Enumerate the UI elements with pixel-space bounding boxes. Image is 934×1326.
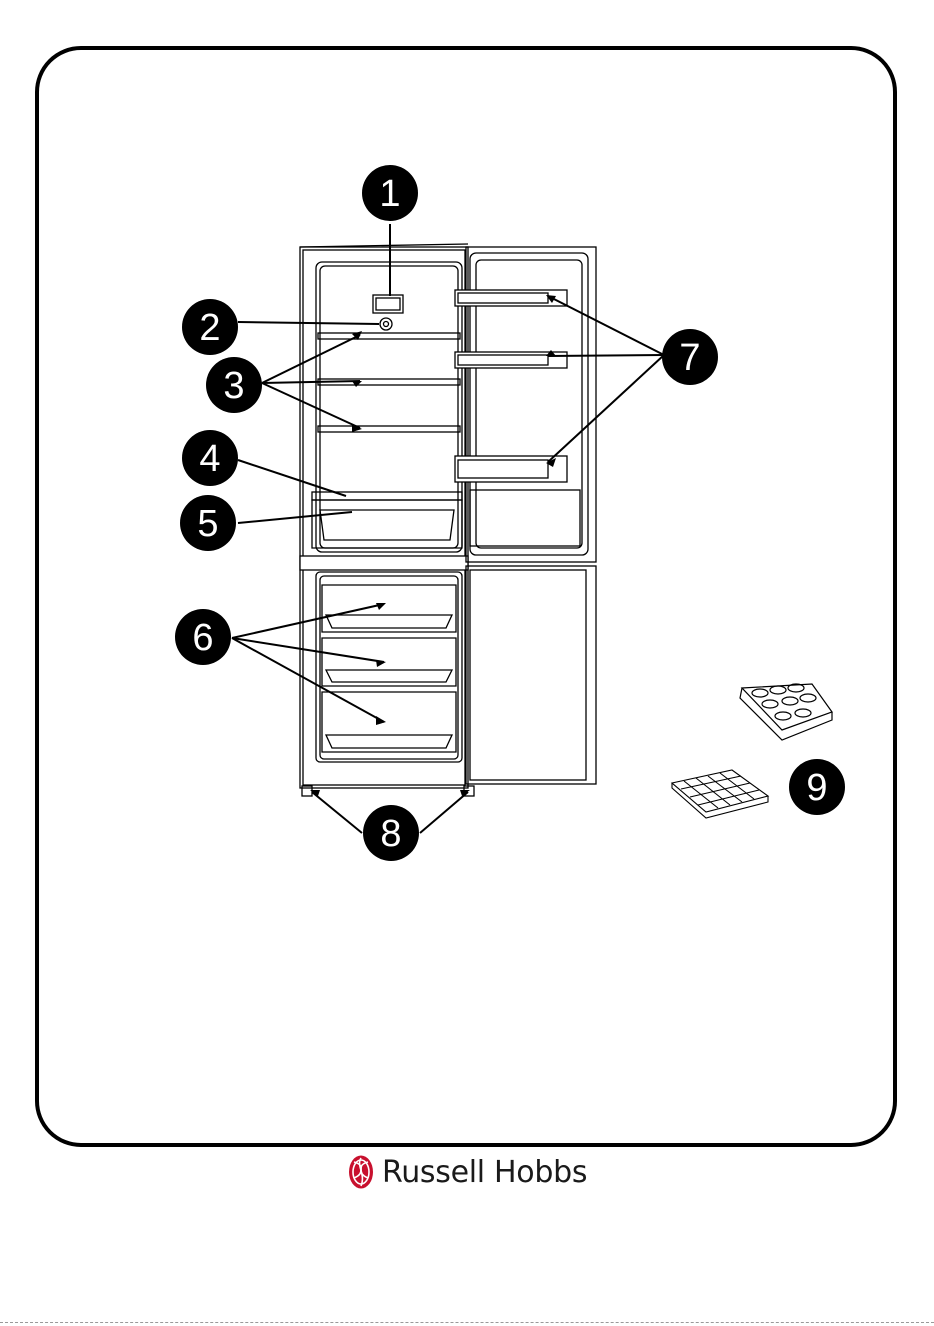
fridge-freezer-drawing	[300, 244, 596, 796]
callout-number: 2	[199, 307, 220, 349]
callout-number: 5	[197, 503, 218, 545]
callout-number: 8	[380, 813, 401, 855]
leader-lines	[232, 224, 664, 833]
callout-number: 6	[192, 617, 213, 659]
callout-7: 7	[662, 329, 718, 385]
callout-number: 4	[199, 438, 220, 480]
callout-1: 1	[362, 165, 418, 221]
ice-cube-tray-drawing	[672, 770, 768, 818]
callout-3: 3	[206, 357, 262, 413]
callout-5: 5	[180, 495, 236, 551]
knot-emblem-icon	[348, 1154, 374, 1190]
callout-2: 2	[182, 299, 238, 355]
brand-logo: Russell Hobbs	[348, 1150, 587, 1194]
callout-8: 8	[363, 805, 419, 861]
callout-number: 9	[806, 767, 827, 809]
callout-4: 4	[182, 430, 238, 486]
page-divider	[0, 1322, 934, 1323]
egg-tray-drawing	[740, 684, 832, 740]
callout-6: 6	[175, 609, 231, 665]
callout-number: 1	[379, 173, 400, 215]
callout-number: 3	[223, 365, 244, 407]
callout-number: 7	[679, 337, 700, 379]
brand-name: Russell Hobbs	[382, 1155, 587, 1190]
callout-9: 9	[789, 759, 845, 815]
